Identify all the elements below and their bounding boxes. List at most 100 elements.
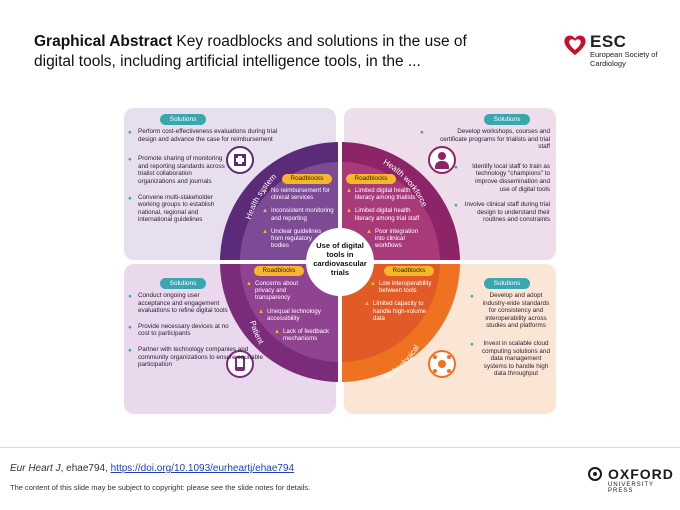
- bulb-icon: ●: [128, 156, 132, 164]
- list-item: ●Perform cost-effectiveness evaluations …: [128, 128, 288, 143]
- bulb-icon: ●: [128, 129, 132, 136]
- copyright-note: The content of this slide may be subject…: [10, 483, 311, 492]
- heart-icon: [564, 35, 586, 55]
- bulb-icon: ●: [470, 293, 474, 300]
- bulb-icon: ●: [128, 323, 132, 331]
- bulb-icon: ●: [420, 129, 424, 136]
- patient-solutions-pill: Solutions: [160, 278, 206, 289]
- warning-icon: ▲: [370, 280, 377, 287]
- patient-device-icon: [226, 350, 254, 378]
- list-item: ▲Lack of feedback mechanisms: [274, 328, 339, 342]
- health-system-solutions-pill: Solutions: [160, 114, 206, 125]
- warning-icon: ▲: [366, 227, 373, 235]
- solution-text: Invest in scalable cloud computing solut…: [482, 339, 550, 378]
- health-system-roadblocks-list: ▲No reimbursement for clinical services …: [262, 187, 338, 249]
- list-item: ●Involve clinical staff during trial des…: [454, 201, 550, 224]
- technological-solutions-list: ● Develop and adopt industry-wide standar…: [470, 292, 552, 378]
- solution-text: Conduct ongoing user acceptance and enga…: [138, 292, 228, 315]
- technological-label: Technological: [381, 343, 421, 382]
- list-item: ▲Unequal technology accessibility: [258, 308, 333, 322]
- technological-solutions-pill: Solutions: [484, 278, 530, 289]
- esc-subtitle: European Society of Cardiology: [590, 50, 658, 68]
- technological-roadblocks-list: ▲Low interoperability between tools ▲Lim…: [364, 280, 440, 322]
- health-workforce-roadblocks-pill: Roadblocks: [346, 174, 396, 184]
- list-item: ● Develop and adopt industry-wide standar…: [470, 292, 552, 330]
- center-circle: [306, 228, 374, 296]
- solution-text: Provide necessary devices at no cost to …: [138, 322, 229, 338]
- list-item: ▲Unclear guidelines from regulatory bodi…: [262, 228, 329, 250]
- oup-emblem-icon: [588, 467, 602, 481]
- list-item: ● Conduct ongoing user acceptance and eng…: [128, 292, 230, 315]
- roadblock-text: Inconsistent monitoring and reporting: [271, 207, 334, 222]
- bulb-icon: ●: [128, 194, 132, 202]
- technological-roadblocks-pill: Roadblocks: [384, 266, 434, 276]
- roadblock-text: Limited digital health literacy among tr…: [355, 187, 416, 202]
- patient-solutions-list: ● Conduct ongoing user acceptance and eng…: [128, 292, 268, 369]
- list-item: ● Invest in scalable cloud computing solu…: [470, 340, 552, 378]
- slide-title: Graphical Abstract Key roadblocks and so…: [34, 32, 504, 72]
- list-item: ● Promote sharing of monitoring and repor…: [128, 155, 230, 185]
- patient-roadblocks-list: ▲Concerns about privacy and transparency…: [246, 280, 336, 342]
- title-bold: Graphical Abstract: [34, 33, 173, 50]
- article-id: , ehae794,: [60, 463, 111, 474]
- list-item: ▲Limited digital health literacy among t…: [346, 187, 426, 201]
- bulb-icon: ●: [128, 346, 132, 354]
- doi-link[interactable]: https://doi.org/10.1093/eurheartj/ehae79…: [110, 463, 295, 474]
- roadblock-text: Concerns about privacy and transparency: [255, 280, 299, 302]
- list-item: ▲Limited digital health literacy among t…: [346, 207, 426, 221]
- footer-divider: [0, 447, 680, 448]
- list-item: ▲Low interoperability between tools: [370, 280, 440, 294]
- warning-icon: ▲: [346, 187, 353, 194]
- esc-name: ESC: [590, 32, 627, 51]
- solution-text: Partner with technology companies and co…: [138, 345, 263, 369]
- roadblock-text: Poor integration into clinical workflows: [375, 227, 419, 250]
- warning-icon: ▲: [262, 187, 269, 194]
- center-label: Use of digital tools in cardiovascular t…: [313, 241, 367, 277]
- health-system-solutions-list: ●Perform cost-effectiveness evaluations …: [128, 128, 298, 224]
- warning-icon: ▲: [274, 328, 281, 336]
- list-item: ● Develop workshops, courses and certific…: [420, 128, 550, 151]
- oup-subtitle: UNIVERSITY PRESS: [608, 482, 654, 494]
- list-item: ▲Poor integration into clinical workflow…: [366, 228, 426, 250]
- title-rest: Key roadblocks and solutions in the use …: [34, 33, 467, 70]
- oup-logo: OXFORD UNIVERSITY PRESS: [588, 466, 678, 496]
- roadblock-text: Low interoperability between tools: [379, 280, 432, 295]
- list-item: ●Identify local staff to train as techno…: [454, 163, 550, 193]
- oup-name: OXFORD: [608, 466, 674, 482]
- esc-logo: ESC European Society of Cardiology: [562, 30, 672, 70]
- patient-roadblocks-pill: Roadblocks: [254, 266, 304, 276]
- roadblock-text: Limited digital health literacy among tr…: [355, 207, 420, 222]
- health-workforce-solutions-pill: Solutions: [484, 114, 530, 125]
- roadblock-text: Limited capacity to handle high-volume d…: [373, 300, 427, 322]
- health-workforce-solutions-list: ● Develop workshops, courses and certific…: [420, 128, 550, 224]
- list-item: ● Provide necessary devices at no cost to…: [128, 323, 230, 338]
- warning-icon: ▲: [246, 280, 253, 287]
- citation: Eur Heart J, ehae794, https://doi.org/10…: [10, 463, 294, 474]
- roadblock-text: Unclear guidelines from regulatory bodie…: [271, 227, 322, 250]
- list-item: ● Partner with technology companies and c…: [128, 346, 266, 369]
- list-item: ▲Inconsistent monitoring and reporting: [262, 207, 338, 221]
- data-network-icon: [428, 350, 456, 378]
- roadblock-text: Lack of feedback mechanisms: [283, 328, 330, 343]
- bulb-icon: ●: [454, 163, 458, 171]
- roadblock-text: Unequal technology accessibility: [267, 307, 321, 322]
- solution-text: Develop and adopt industry-wide standard…: [482, 292, 550, 330]
- solution-text: Convene multi-stakeholder working groups…: [138, 193, 215, 224]
- solution-text: Involve clinical staff during trial desi…: [464, 201, 550, 224]
- journal-name: Eur Heart J: [10, 463, 61, 474]
- warning-icon: ▲: [262, 227, 269, 235]
- list-item: ● Convene multi-stakeholder working group…: [128, 194, 220, 224]
- warning-icon: ▲: [364, 300, 371, 308]
- warning-icon: ▲: [258, 307, 265, 315]
- solution-text: Promote sharing of monitoring and report…: [138, 155, 225, 185]
- doctor-icon: [428, 146, 456, 174]
- list-item: ▲Limited capacity to handle high-volume …: [364, 300, 435, 322]
- solution-text: Develop workshops, courses and certifica…: [440, 128, 550, 151]
- warning-icon: ▲: [346, 207, 353, 215]
- bulb-icon: ●: [128, 293, 132, 300]
- hospital-icon: [226, 146, 254, 174]
- bulb-icon: ●: [470, 340, 474, 348]
- warning-icon: ▲: [262, 207, 269, 215]
